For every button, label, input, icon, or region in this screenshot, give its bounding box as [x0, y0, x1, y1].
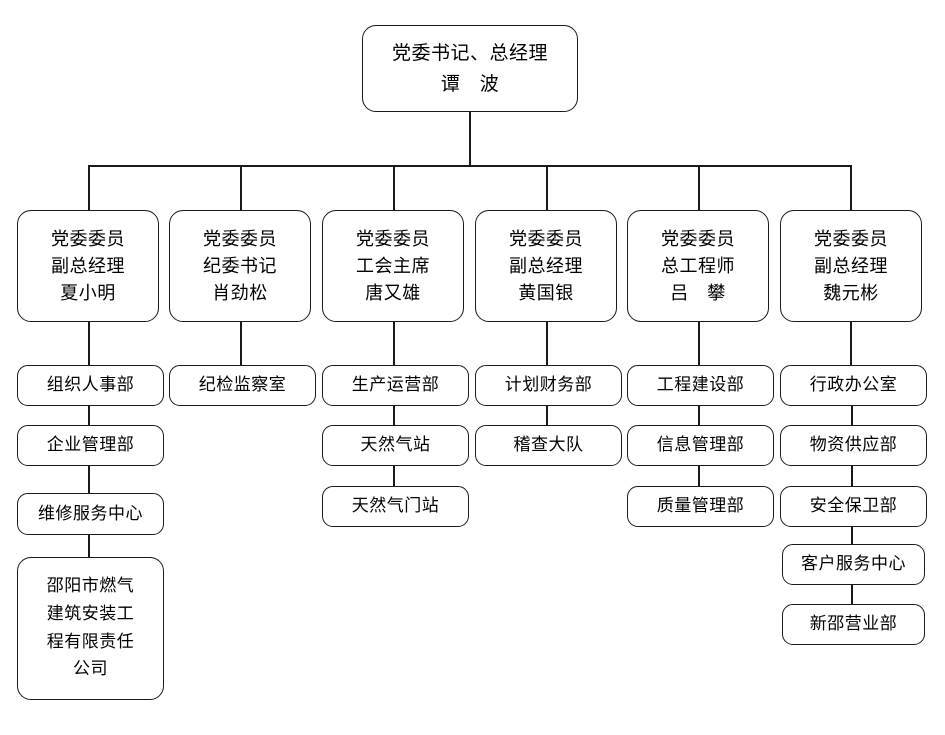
- node-dept-line1: 邵阳市燃气: [46, 576, 135, 597]
- node-leader-xiao-jinsong[interactable]: 党委委员 纪委书记 肖劲松: [169, 210, 311, 322]
- node-leader-3-line1: 党委委员: [356, 228, 430, 250]
- node-dept-label: 生产运营部: [351, 375, 440, 396]
- node-dept-maintenance-service-center[interactable]: 维修服务中心: [17, 493, 164, 535]
- node-dept-label: 新邵营业部: [809, 614, 898, 635]
- node-dept-label: 计划财务部: [504, 375, 593, 396]
- connector-leader6-to-dept: [850, 322, 852, 367]
- node-leader-tang-youxiong[interactable]: 党委委员 工会主席 唐又雄: [322, 210, 464, 322]
- connector-drop-leader-5: [698, 165, 700, 210]
- node-dept-natural-gas-gate-station[interactable]: 天然气门站: [322, 486, 469, 527]
- connector-col3-d2-d3: [393, 465, 395, 487]
- node-dept-natural-gas-station[interactable]: 天然气站: [322, 425, 469, 466]
- node-dept-label: 组织人事部: [46, 375, 135, 396]
- node-dept-inspection-brigade[interactable]: 稽查大队: [475, 425, 622, 466]
- connector-col3-d1-d2: [393, 405, 395, 427]
- node-leader-4-line2: 副总经理: [509, 255, 583, 277]
- node-dept-label: 天然气门站: [351, 496, 440, 517]
- connector-col5-d1-d2: [698, 405, 700, 427]
- node-leader-2-line1: 党委委员: [203, 228, 277, 250]
- node-leader-4-line1: 党委委员: [509, 228, 583, 250]
- connector-leader3-to-dept: [393, 322, 395, 367]
- connector-drop-leader-2: [240, 165, 242, 210]
- connector-leader1-to-dept: [88, 322, 90, 367]
- node-dept-line3: 程有限责任: [46, 631, 135, 652]
- node-dept-security-guard[interactable]: 安全保卫部: [780, 486, 927, 527]
- node-leader-1-line2: 副总经理: [51, 255, 125, 277]
- connector-col6-d1-d2: [851, 405, 853, 427]
- node-leader-1-line1: 党委委员: [51, 228, 125, 250]
- node-dept-line2: 建筑安装工: [46, 603, 135, 624]
- connector-drop-leader-4: [546, 165, 548, 210]
- node-leader-xia-xiaoming[interactable]: 党委委员 副总经理 夏小明: [17, 210, 159, 322]
- node-dept-label: 物资供应部: [809, 435, 898, 456]
- connector-col4-d1-d2: [546, 405, 548, 427]
- connector-leader2-to-dept: [240, 322, 242, 367]
- node-leader-5-line2: 总工程师: [661, 255, 735, 277]
- node-dept-label: 工程建设部: [656, 375, 745, 396]
- connector-leader4-to-dept: [546, 322, 548, 367]
- node-dept-information-management[interactable]: 信息管理部: [627, 425, 774, 466]
- connector-root-stem: [469, 112, 471, 166]
- node-dept-production-operations[interactable]: 生产运营部: [322, 365, 469, 406]
- node-dept-enterprise-management[interactable]: 企业管理部: [17, 425, 164, 466]
- node-leader-5-line3: 吕 攀: [670, 282, 726, 304]
- node-leader-3-line3: 唐又雄: [365, 282, 421, 304]
- node-dept-planning-finance[interactable]: 计划财务部: [475, 365, 622, 406]
- connector-drop-leader-3: [393, 165, 395, 210]
- node-leader-2-line2: 纪委书记: [203, 255, 277, 277]
- node-leader-5-line1: 党委委员: [661, 228, 735, 250]
- node-leader-6-line2: 副总经理: [814, 255, 888, 277]
- node-dept-label: 质量管理部: [656, 496, 745, 517]
- node-leader-2-line3: 肖劲松: [212, 282, 268, 304]
- node-dept-quality-management[interactable]: 质量管理部: [627, 486, 774, 527]
- node-leader-3-line2: 工会主席: [356, 255, 430, 277]
- node-dept-discipline-inspection-office[interactable]: 纪检监察室: [169, 365, 316, 406]
- connector-col1-d1-d2: [88, 405, 90, 427]
- node-dept-engineering-construction[interactable]: 工程建设部: [627, 365, 774, 406]
- connector-col1-d3-d4: [88, 535, 90, 558]
- node-root-line1: 党委书记、总经理: [391, 42, 548, 65]
- connector-col5-d2-d3: [698, 465, 700, 487]
- node-leader-6-line1: 党委委员: [814, 228, 888, 250]
- node-leader-1-line3: 夏小明: [60, 282, 116, 304]
- node-dept-label: 信息管理部: [656, 435, 745, 456]
- node-dept-label: 维修服务中心: [38, 503, 143, 524]
- node-dept-customer-service-center[interactable]: 客户服务中心: [782, 544, 925, 585]
- connector-leader-bus: [88, 165, 851, 167]
- node-leader-lv-pan[interactable]: 党委委员 总工程师 吕 攀: [627, 210, 769, 322]
- node-dept-material-supply[interactable]: 物资供应部: [780, 425, 927, 466]
- node-dept-shaoyang-gas-construction-company[interactable]: 邵阳市燃气 建筑安装工 程有限责任 公司: [17, 557, 164, 700]
- node-root-general-manager[interactable]: 党委书记、总经理 谭 波: [362, 25, 578, 112]
- node-leader-4-line3: 黄国银: [518, 282, 574, 304]
- node-leader-6-line3: 魏元彬: [823, 282, 879, 304]
- node-dept-organization-personnel[interactable]: 组织人事部: [17, 365, 164, 406]
- node-dept-administrative-office[interactable]: 行政办公室: [780, 365, 927, 406]
- node-dept-label: 稽查大队: [513, 435, 584, 456]
- node-dept-label: 天然气站: [360, 435, 431, 456]
- node-leader-wei-yuanbin[interactable]: 党委委员 副总经理 魏元彬: [780, 210, 922, 322]
- connector-drop-leader-1: [88, 165, 90, 210]
- connector-col1-d2-d3: [88, 465, 90, 494]
- node-dept-label: 客户服务中心: [801, 554, 906, 575]
- node-dept-line4: 公司: [73, 659, 108, 680]
- node-dept-label: 安全保卫部: [809, 496, 898, 517]
- node-dept-label: 纪检监察室: [198, 375, 287, 396]
- connector-drop-leader-6: [850, 165, 852, 210]
- node-root-line2: 谭 波: [440, 72, 500, 95]
- node-dept-xinshao-business[interactable]: 新邵营业部: [782, 604, 925, 645]
- connector-col6-d3-d4: [851, 525, 853, 545]
- node-leader-huang-guoyin[interactable]: 党委委员 副总经理 黄国银: [475, 210, 617, 322]
- node-dept-label: 行政办公室: [809, 375, 898, 396]
- node-dept-label: 企业管理部: [46, 435, 135, 456]
- connector-leader5-to-dept: [698, 322, 700, 367]
- connector-col6-d4-d5: [851, 584, 853, 605]
- connector-col6-d2-d3: [851, 465, 853, 487]
